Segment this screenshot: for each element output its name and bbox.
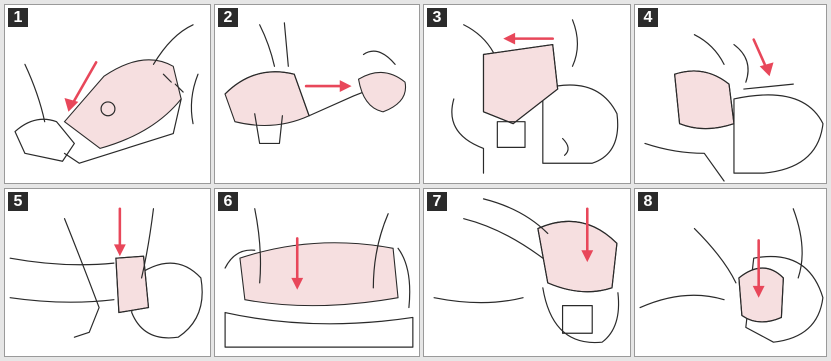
step-panel-4: 4	[634, 4, 827, 184]
step-illustration	[424, 5, 630, 183]
step-number-badge: 3	[427, 8, 447, 27]
step-panel-3: 3	[423, 4, 631, 184]
step-panel-8: 8	[634, 188, 827, 357]
step-number-badge: 6	[218, 192, 238, 211]
step-illustration	[635, 5, 826, 183]
step-panel-5: 5	[4, 188, 211, 357]
step-panel-1: 1	[4, 4, 211, 184]
step-number-badge: 7	[427, 192, 447, 211]
step-number-badge: 8	[638, 192, 658, 211]
step-panel-7: 7	[423, 188, 631, 357]
step-number-badge: 5	[8, 192, 28, 211]
step-illustration	[424, 189, 630, 356]
step-number-badge: 2	[218, 8, 238, 27]
step-number-badge: 1	[8, 8, 28, 27]
step-illustration	[635, 189, 826, 356]
step-number-badge: 4	[638, 8, 658, 27]
step-panel-6: 6	[214, 188, 420, 357]
step-illustration	[215, 5, 419, 183]
step-panel-2: 2	[214, 4, 420, 184]
step-illustration	[215, 189, 419, 356]
direction-arrow	[754, 40, 766, 67]
step-illustration	[5, 5, 210, 183]
step-illustration	[5, 189, 210, 356]
